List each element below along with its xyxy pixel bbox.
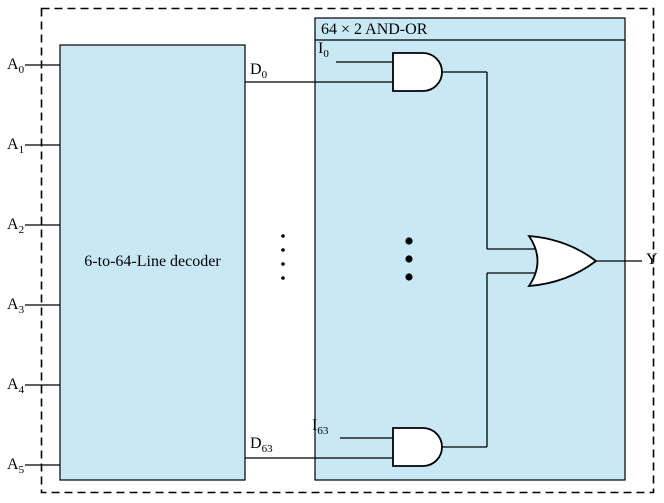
input-label-a0: A0 (7, 56, 25, 77)
wires (25, 39, 642, 466)
decoder-output-label-d0: D0 (250, 61, 268, 82)
data-input-label-i0: I0 (318, 40, 329, 61)
andor-ellipsis-dots (405, 237, 413, 281)
input-label-a1: A1 (7, 136, 25, 157)
andor-title: 64 × 2 AND-OR (321, 21, 428, 38)
data-input-label-i63: I63 (312, 417, 329, 438)
and-gate-top (392, 52, 443, 92)
and-gate-bottom (392, 427, 443, 467)
dashed-boundary (40, 7, 655, 494)
output-label-y: Y (646, 251, 658, 268)
input-label-a3: A3 (7, 296, 25, 317)
input-label-a5: A5 (7, 456, 25, 477)
decoder-output-label-d63: D63 (250, 435, 273, 456)
input-label-a4: A4 (7, 376, 25, 397)
or-gate (527, 234, 598, 288)
decoder-ellipsis-dots (281, 234, 285, 280)
input-label-a2: A2 (7, 216, 25, 237)
decoder-box (59, 44, 246, 481)
decoder-title: 6-to-64-Line decoder (84, 253, 221, 270)
